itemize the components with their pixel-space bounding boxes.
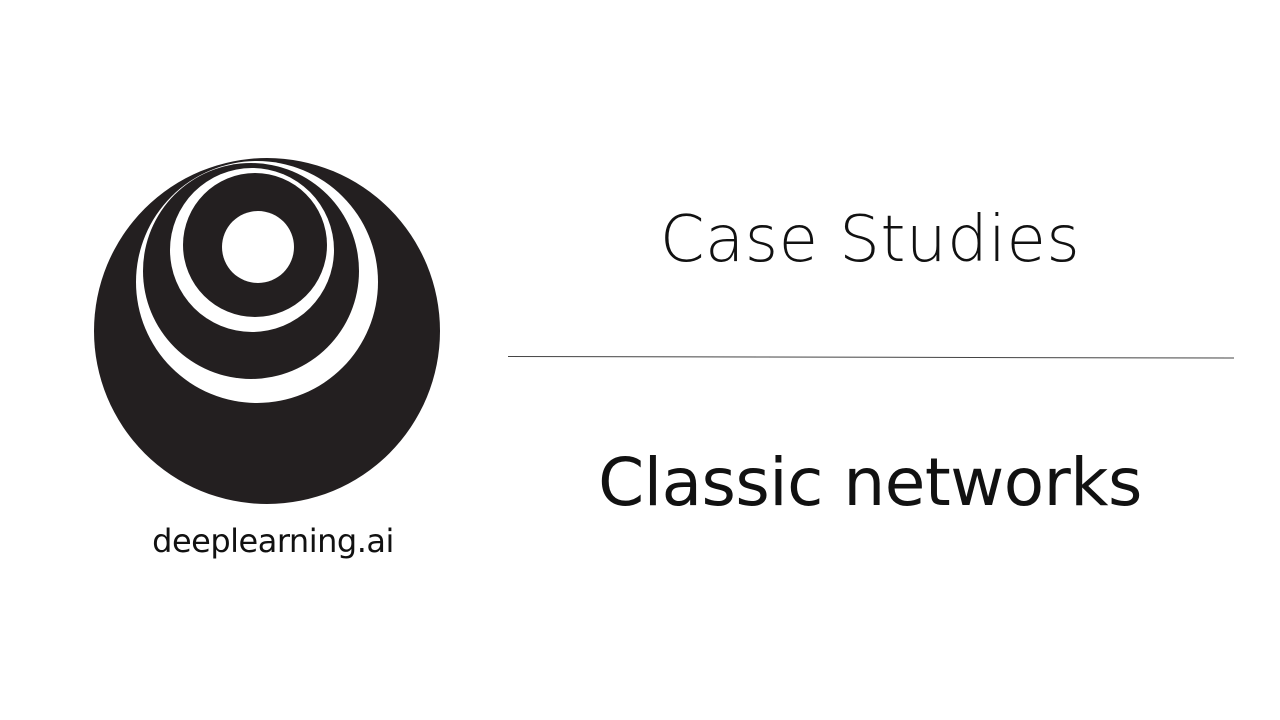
slide-title: Case Studies xyxy=(659,203,1081,277)
slide-subtitle: Classic networks xyxy=(598,444,1142,521)
title-divider xyxy=(507,356,1234,359)
deeplearning-logo-icon xyxy=(94,158,440,504)
logo-wordmark: deeplearning.ai xyxy=(152,522,394,560)
